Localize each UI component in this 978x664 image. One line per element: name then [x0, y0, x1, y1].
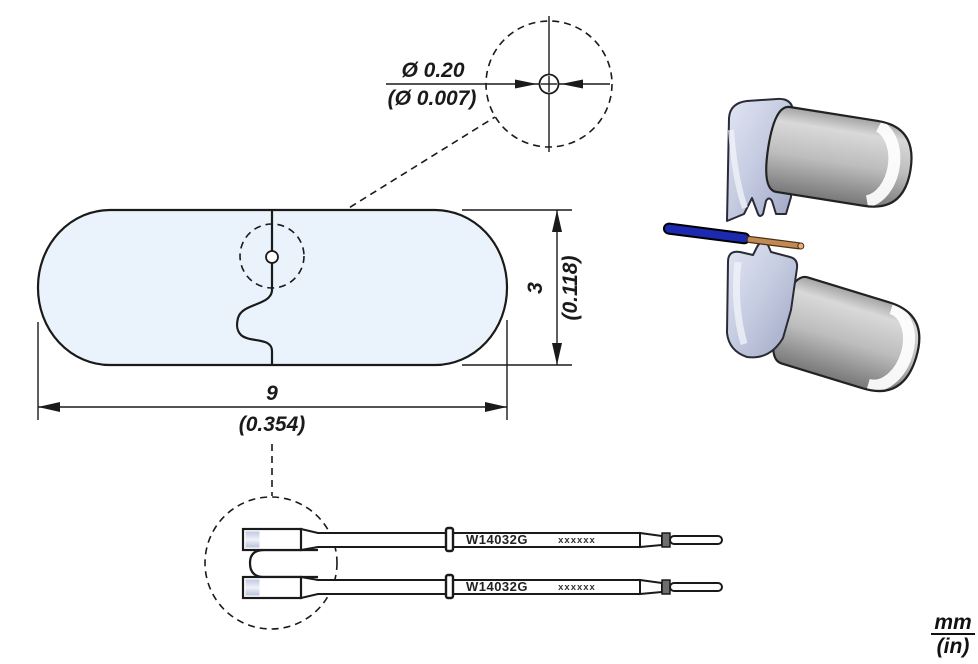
- units-imperial: (in): [937, 635, 970, 658]
- wire: [662, 222, 805, 250]
- height-value-in: (0.118): [559, 256, 582, 321]
- cartridge-1: W14032G xxxxxx: [241, 526, 723, 553]
- cartridge-1-taper: [639, 531, 663, 549]
- tip-marker-circle: [204, 496, 338, 630]
- cartridge-1-part-number: W14032G: [466, 532, 528, 547]
- units-label: mm (in): [931, 611, 975, 658]
- units-metric: mm: [934, 611, 971, 634]
- wire-tip: [797, 242, 805, 250]
- dimension-height: 3 (0.118): [462, 209, 582, 366]
- dimension-width: 9 (0.354): [37, 320, 508, 436]
- upper-cylinder-body: [766, 107, 912, 207]
- cartridge-1-ring: [444, 526, 455, 553]
- cartridge-1-blade-accent: [245, 531, 260, 548]
- cartridge-1-collar: [661, 532, 671, 548]
- front-view: [36, 116, 509, 367]
- cartridge-2-taper: [639, 578, 663, 596]
- width-value-in: (0.354): [239, 413, 306, 436]
- cartridge-2-pin: [669, 582, 723, 592]
- tip-inner-profile: [248, 548, 318, 579]
- dim-arrow-right: [485, 402, 507, 412]
- cartridge-1-pin: [669, 535, 723, 545]
- detail-view: Ø 0.20 (Ø 0.007): [386, 16, 613, 152]
- dim-arrow-down: [552, 343, 562, 365]
- render-3d: [662, 97, 921, 393]
- cartridge-2-collar: [661, 579, 671, 595]
- lower-cylinder: [772, 275, 921, 393]
- height-value-mm: 3: [524, 282, 547, 294]
- dim-arrow-left: [38, 402, 60, 412]
- cartridge-2-part-number: W14032G: [466, 579, 528, 594]
- dim-arrow-left: [515, 79, 537, 89]
- wire-conductor: [746, 235, 802, 250]
- detail-diameter-in: (Ø 0.007): [388, 87, 477, 110]
- lower-blade-highlight: [732, 261, 748, 345]
- upper-cylinder: [765, 105, 913, 208]
- cartridge-2-blade-accent: [245, 579, 260, 596]
- cartridge-2: W14032G xxxxxx: [241, 573, 723, 600]
- dim-arrow-right: [561, 79, 583, 89]
- width-value-mm: 9: [266, 382, 278, 405]
- dim-arrow-up: [552, 210, 562, 232]
- cartridge-2-ring: [444, 573, 455, 600]
- blade-notch-curve: [235, 290, 274, 365]
- cartridge-2-serial: xxxxxx: [558, 582, 596, 593]
- lower-blade: [726, 241, 799, 359]
- cartridge-pair: W14032G xxxxxx W14032G xxxxxx: [204, 444, 723, 630]
- lower-cylinder-highlight: [866, 302, 915, 392]
- upper-cylinder-outline: [765, 105, 913, 208]
- upper-cylinder-highlight: [865, 120, 901, 208]
- wire-insulation: [662, 222, 751, 245]
- wire-hole: [265, 250, 279, 264]
- detail-diameter-mm: Ø 0.20: [401, 59, 464, 82]
- cartridge-1-serial: xxxxxx: [558, 535, 596, 546]
- upper-blade-highlight: [728, 129, 748, 210]
- detail-marker-circle: [239, 223, 305, 289]
- lower-cylinder-body: [773, 276, 920, 392]
